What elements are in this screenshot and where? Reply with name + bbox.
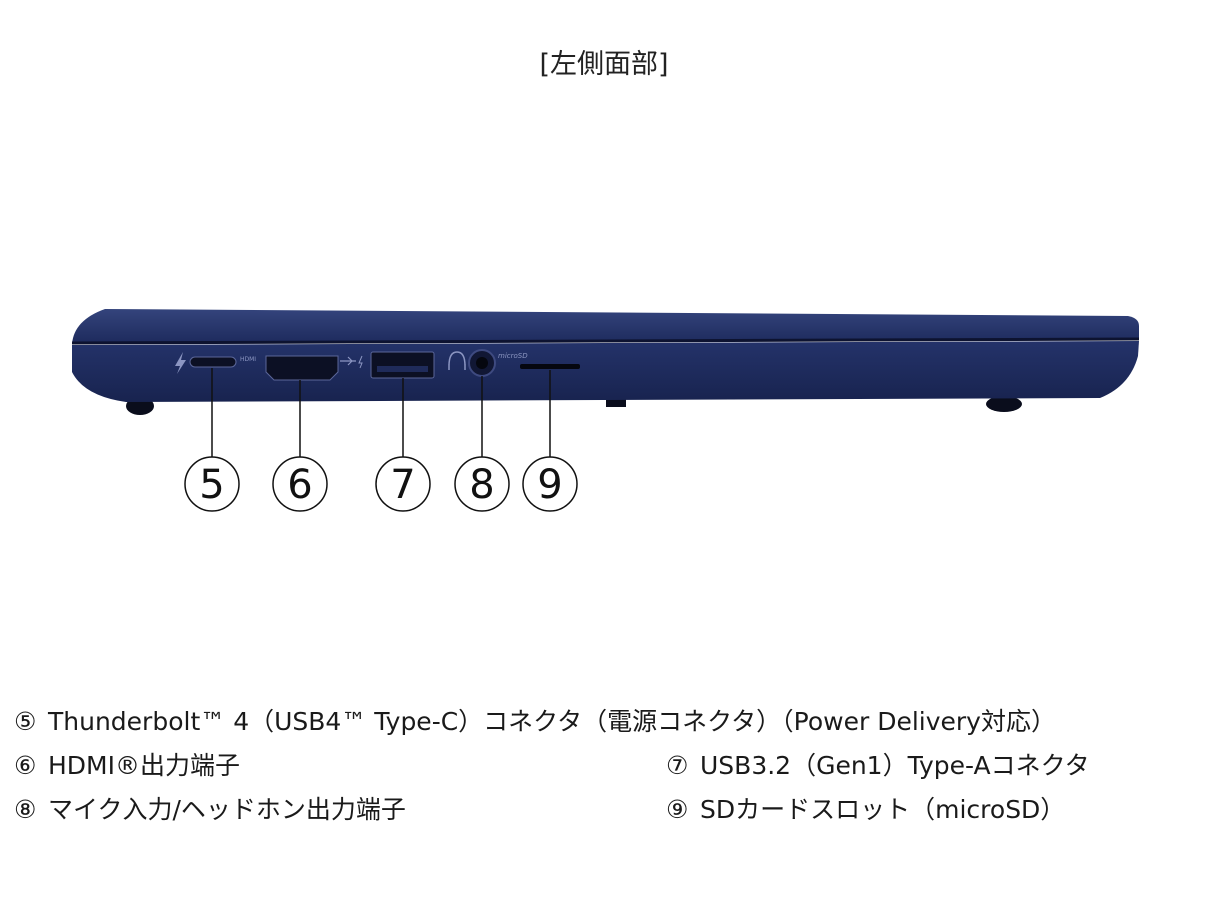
legend-item-8-text: マイク入力/ヘッドホン出力端子 [48,795,406,824]
charge-icon [358,355,363,369]
legend-row-3: ⑧ マイク入力/ヘッドホン出力端子 ⑨ SDカードスロット（microSD） [14,788,1204,832]
callout-8: 8 [454,456,510,512]
audio-jack-hole [476,357,488,369]
hdmi-port-label: HDMI [240,356,256,363]
laptop-foot-right [986,396,1022,412]
callout-5-number: 5 [199,462,224,508]
legend-item-7-text: USB3.2（Gen1）Type-Aコネクタ [700,751,1090,780]
legend-item-6: ⑥ HDMI®出力端子 [14,751,240,780]
legend-item-6-text: HDMI®出力端子 [48,751,240,780]
microsd-slot-label: microSD [498,352,528,360]
legend-item-9-number: ⑨ [666,795,689,824]
hdmi-port [265,355,339,381]
figure-title: [左側面部] [539,49,669,80]
legend-item-9-text: SDカードスロット（microSD） [700,795,1066,824]
legend-item-8: ⑧ マイク入力/ヘッドホン出力端子 [14,795,406,824]
callout-5: 5 [184,456,240,512]
headset-icon [448,351,466,370]
legend-row-2: ⑥ HDMI®出力端子 ⑦ USB3.2（Gen1）Type-Aコネクタ [14,744,1204,788]
callout-6: 6 [272,456,328,512]
laptop-latch [606,398,626,407]
laptop-lid [72,309,1139,344]
legend-item-9: ⑨ SDカードスロット（microSD） [666,788,1065,832]
legend-item-5-text: Thunderbolt™ 4（USB4™ Type-C）コネクタ（電源コネクタ）… [48,707,1056,736]
usb-a-port [370,351,435,379]
callout-9: 9 [522,456,578,512]
usb-c-port [189,356,237,368]
callout-7: 7 [375,456,431,512]
laptop-base [72,341,1139,402]
port-legend: ⑤ Thunderbolt™ 4（USB4™ Type-C）コネクタ（電源コネクタ… [14,700,1204,832]
legend-item-6-number: ⑥ [14,751,37,780]
callout-7-number: 7 [390,462,415,508]
callout-9-number: 9 [537,462,562,508]
legend-item-5-number: ⑤ [14,707,37,736]
callout-6-number: 6 [287,462,312,508]
laptop-seam [71,337,1140,345]
legend-item-7: ⑦ USB3.2（Gen1）Type-Aコネクタ [666,744,1090,788]
usb-icon [340,356,356,366]
callout-8-number: 8 [469,462,494,508]
legend-item-5: ⑤ Thunderbolt™ 4（USB4™ Type-C）コネクタ（電源コネクタ… [14,707,1056,736]
usb-a-port-tongue [377,366,428,372]
legend-item-8-number: ⑧ [14,795,37,824]
legend-item-7-number: ⑦ [666,751,689,780]
thunderbolt-icon [175,352,186,374]
legend-row-1: ⑤ Thunderbolt™ 4（USB4™ Type-C）コネクタ（電源コネクタ… [14,700,1204,744]
microsd-slot [520,364,580,369]
